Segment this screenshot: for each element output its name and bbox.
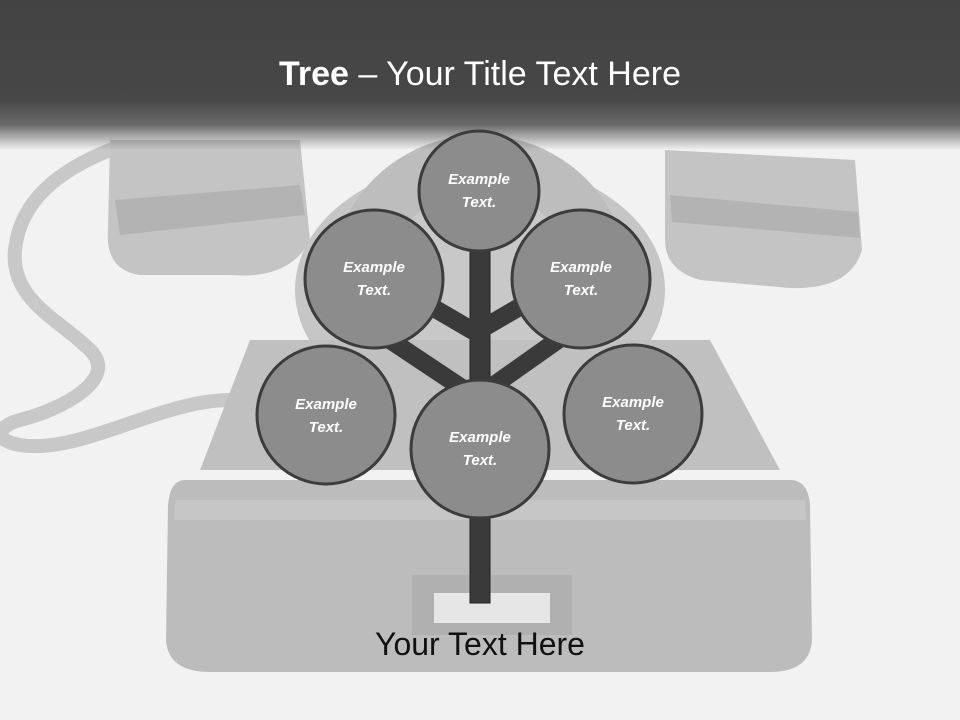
- node-label-line: Example: [602, 394, 664, 411]
- node-circle-lower-left[interactable]: [255, 344, 397, 486]
- title-text: Your Title Text Here: [386, 55, 681, 93]
- node-label-lower-left: Example Text.: [261, 393, 391, 439]
- title-banner: [0, 0, 960, 150]
- title-bold-word: Tree: [279, 55, 349, 93]
- node-label-line: Example: [343, 259, 405, 276]
- node-circle-upper-right[interactable]: [510, 208, 652, 350]
- bottom-caption: Your Text Here: [375, 626, 585, 662]
- title-separator: –: [348, 55, 387, 93]
- node-label-line: Text.: [615, 417, 651, 434]
- node-label-upper-right: Example Text.: [516, 256, 646, 302]
- slide-title: Tree – Your Title Text Here: [0, 52, 960, 96]
- node-label-line: Example: [449, 429, 511, 446]
- node-circle-center[interactable]: [409, 378, 551, 520]
- node-circle-upper-left[interactable]: [303, 208, 445, 350]
- node-label-lower-right: Example Text.: [568, 391, 698, 437]
- node-circle-top[interactable]: [417, 129, 541, 253]
- node-label-center: Example Text.: [415, 426, 545, 472]
- node-label-line: Text.: [356, 282, 392, 299]
- node-circle-lower-right[interactable]: [562, 343, 704, 485]
- node-label-line: Text.: [461, 194, 497, 211]
- node-label-line: Example: [448, 171, 510, 188]
- node-label-upper-left: Example Text.: [309, 256, 439, 302]
- node-label-line: Text.: [308, 419, 344, 436]
- node-label-line: Text.: [462, 452, 498, 469]
- node-label-line: Text.: [563, 282, 599, 299]
- node-label-line: Example: [550, 259, 612, 276]
- node-label-top: Example Text.: [414, 168, 544, 214]
- node-label-line: Example: [295, 396, 357, 413]
